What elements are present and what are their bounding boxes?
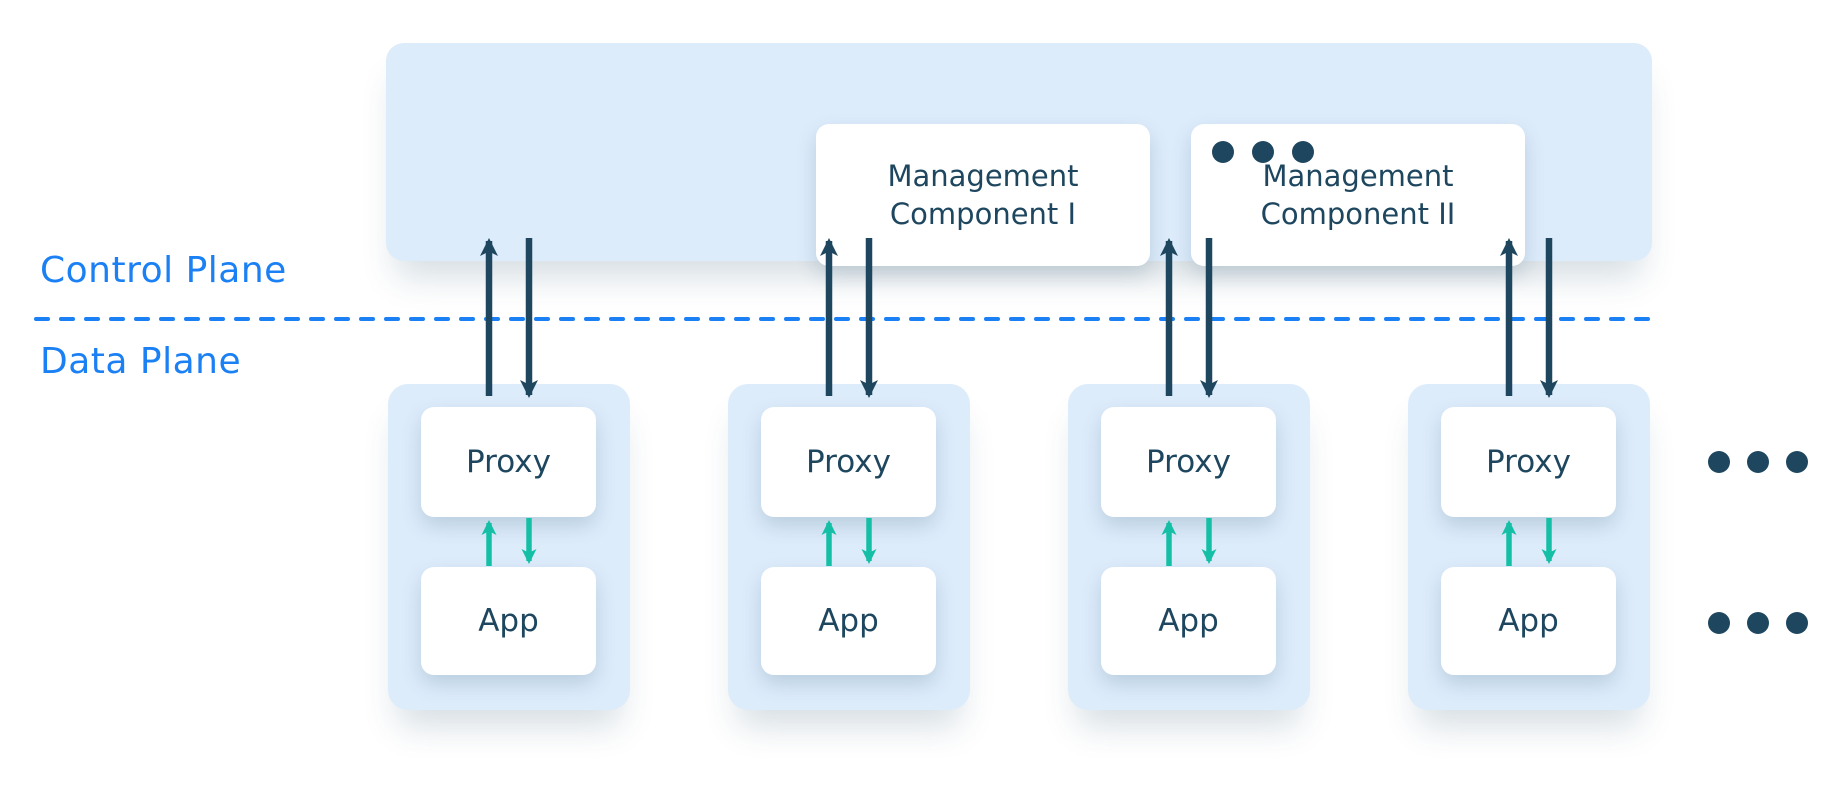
management-component-2-box: Management Component II <box>1191 124 1525 266</box>
dot-icon <box>1292 141 1314 163</box>
proxy-box: Proxy <box>1101 407 1276 517</box>
dot-icon <box>1212 141 1234 163</box>
dot-icon <box>1786 451 1808 473</box>
app-label: App <box>1158 602 1219 639</box>
proxy-label: Proxy <box>1486 443 1571 480</box>
data-plane-group-1: Proxy App <box>388 384 630 710</box>
app-box: App <box>1101 567 1276 675</box>
dot-icon <box>1747 612 1769 634</box>
control-plane-label: Control Plane <box>40 250 287 291</box>
proxy-box: Proxy <box>421 407 596 517</box>
app-label: App <box>818 602 879 639</box>
management-component-2-label: Management Component II <box>1260 158 1456 231</box>
app-box: App <box>421 567 596 675</box>
proxy-label: Proxy <box>1146 443 1231 480</box>
data-plane-label: Data Plane <box>40 341 242 382</box>
app-box: App <box>761 567 936 675</box>
app-label: App <box>1498 602 1559 639</box>
more-apps-dots <box>1708 612 1808 634</box>
dot-icon <box>1708 612 1730 634</box>
dot-icon <box>1786 612 1808 634</box>
data-plane-group-4: Proxy App <box>1408 384 1650 710</box>
management-component-1-label: Management Component I <box>887 158 1079 231</box>
more-management-components-dots <box>1212 141 1314 163</box>
data-plane-group-3: Proxy App <box>1068 384 1310 710</box>
management-component-1-box: Management Component I <box>816 124 1150 266</box>
proxy-box: Proxy <box>761 407 936 517</box>
app-box: App <box>1441 567 1616 675</box>
dot-icon <box>1252 141 1274 163</box>
dot-icon <box>1708 451 1730 473</box>
control-to-proxy-arrows-group-1 <box>480 238 538 398</box>
dot-icon <box>1747 451 1769 473</box>
control-plane-panel: Management Component I Management Compon… <box>386 43 1652 266</box>
data-plane-group-2: Proxy App <box>728 384 970 710</box>
more-proxies-dots <box>1708 451 1808 473</box>
proxy-label: Proxy <box>466 443 551 480</box>
app-label: App <box>478 602 539 639</box>
proxy-label: Proxy <box>806 443 891 480</box>
proxy-box: Proxy <box>1441 407 1616 517</box>
